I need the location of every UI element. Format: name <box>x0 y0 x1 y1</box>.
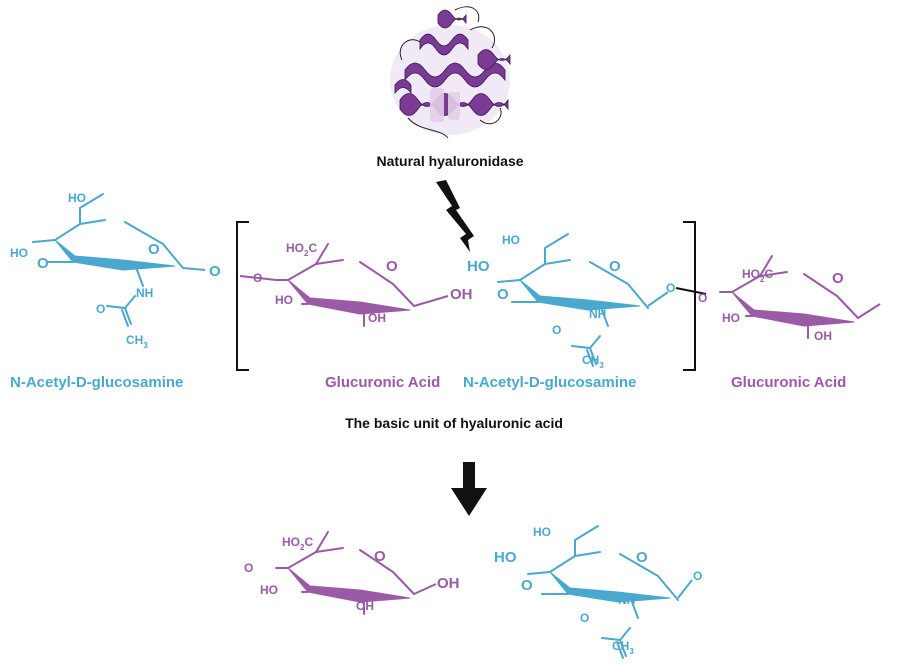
atom-oh: OH <box>368 311 386 325</box>
atom-oh: OH <box>356 599 374 613</box>
left-bracket <box>236 221 249 371</box>
atom-o: O <box>580 611 589 625</box>
atom-o: O <box>253 271 262 285</box>
atom-linkage-o: O <box>209 263 221 280</box>
atom-o: O <box>552 323 561 337</box>
atom-o: O <box>698 291 707 305</box>
atom-ch3: CH3 <box>582 353 604 370</box>
unit-caption: The basic unit of hyaluronic acid <box>345 415 563 431</box>
lightning-bolt-icon <box>436 180 474 252</box>
atom-ring-o: O <box>374 548 386 565</box>
top-glca-1: O HO2C O HO OH OH <box>239 241 473 327</box>
atom-ring-o: O <box>832 270 844 287</box>
protein-structure-icon <box>390 6 511 139</box>
right-bracket <box>683 221 696 371</box>
atom-nh: NH <box>136 286 153 300</box>
atom-ho: HO <box>260 583 278 597</box>
atom-ho-cleave: HO <box>467 258 490 275</box>
atom-ho: HO <box>722 311 740 325</box>
atom-o: O <box>37 255 49 272</box>
atom-o: O <box>497 286 509 303</box>
atom-nh: NH <box>589 307 606 321</box>
atom-ho: HO <box>502 233 520 247</box>
atom-ho: HO <box>10 246 28 260</box>
atom-ring-o: O <box>386 258 398 275</box>
bottom-glca: O HO2C O HO OH OH <box>244 531 460 615</box>
atom-oh-end: OH <box>437 575 460 592</box>
atom-end-o: O <box>693 569 702 583</box>
enzyme-label: Natural hyaluronidase <box>376 153 523 169</box>
atom-ho: HO <box>68 191 86 205</box>
atom-ch3: CH3 <box>126 333 148 350</box>
atom-ch3: CH3 <box>612 639 634 656</box>
atom-co2h: HO2C <box>742 267 773 284</box>
atom-ring-o: O <box>148 241 160 258</box>
atom-co2h: HO2C <box>286 241 317 258</box>
label-glcnac-middle: N-Acetyl-D-glucosamine <box>463 374 636 391</box>
atom-oh-cleave: OH <box>450 286 473 303</box>
atom-co2h: HO2C <box>282 535 313 552</box>
atom-linkage-o: O <box>666 281 675 295</box>
label-glca-right: Glucuronic Acid <box>731 374 846 391</box>
label-glca-middle: Glucuronic Acid <box>325 374 440 391</box>
atom-o: O <box>521 577 533 594</box>
atom-nh: NH <box>618 593 635 607</box>
atom-ho: HO <box>533 525 551 539</box>
top-glcnac-2: HO HO O O NH O CH3 O <box>467 233 707 370</box>
atom-o: O <box>244 561 253 575</box>
bottom-glcnac: HO HO O O NH O CH3 O <box>494 525 702 659</box>
atom-ho: HO <box>275 293 293 307</box>
atom-oh: OH <box>814 329 832 343</box>
atom-o: O <box>96 302 105 316</box>
label-glcnac-left: N-Acetyl-D-glucosamine <box>10 374 183 391</box>
top-glca-2: O HO2C O HO OH <box>698 255 881 343</box>
atom-ho-end: HO <box>494 549 517 566</box>
atom-ring-o: O <box>636 549 648 566</box>
atom-ring-o: O <box>609 258 621 275</box>
down-arrow-icon <box>451 462 487 516</box>
top-glcnac-1: HO HO O O NH O CH3 O <box>10 191 221 350</box>
